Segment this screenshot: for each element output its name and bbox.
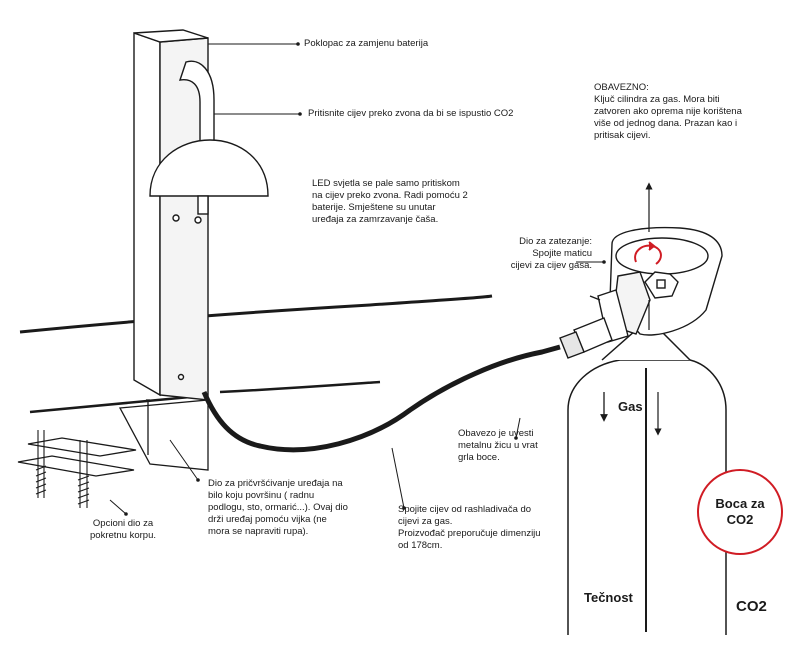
regulator-connector: [559, 289, 629, 359]
mounting-clamp: [118, 399, 209, 471]
bell-dispenser: [149, 60, 269, 215]
counter-edges: [19, 294, 493, 414]
valve-rotation-arrow: [634, 241, 662, 265]
leader-lines: [109, 42, 606, 516]
mandatory-label: OBAVEZNO: Ključ cilindra za gas. Mora bi…: [594, 82, 742, 141]
led-label: LED svjetla se pale samo pritiskom na ci…: [312, 178, 468, 225]
mount-label: Dio za pričvršćivanje uređaja na bilo ko…: [208, 478, 348, 537]
bottle-badge-circle: [697, 469, 783, 555]
draft-tower: [133, 29, 209, 401]
gas-hose: [201, 344, 561, 453]
optional-basket-part: [17, 430, 137, 508]
press-hose-label: Pritisnite cijev preko zvona da bi se is…: [308, 108, 514, 119]
wire-label: Obavezo je uvesti metalnu žicu u vrat gr…: [458, 428, 538, 463]
bottle-badge-text: Boca za CO2: [715, 496, 765, 527]
bottle-valve: [609, 226, 723, 336]
co2-label: CO2: [736, 598, 767, 615]
gas-label: Gas: [618, 399, 643, 414]
battery-cover-label: Poklopac za zamjenu baterija: [304, 38, 429, 49]
hose-label: Spojite cijev od rashladivača do cijevi …: [398, 504, 541, 551]
tightening-label: Dio za zatezanje: Spojite maticu cijevi …: [510, 236, 592, 271]
liquid-label: Tečnost: [584, 590, 633, 605]
basket-label: Opcioni dio za pokretnu korpu.: [90, 518, 157, 541]
